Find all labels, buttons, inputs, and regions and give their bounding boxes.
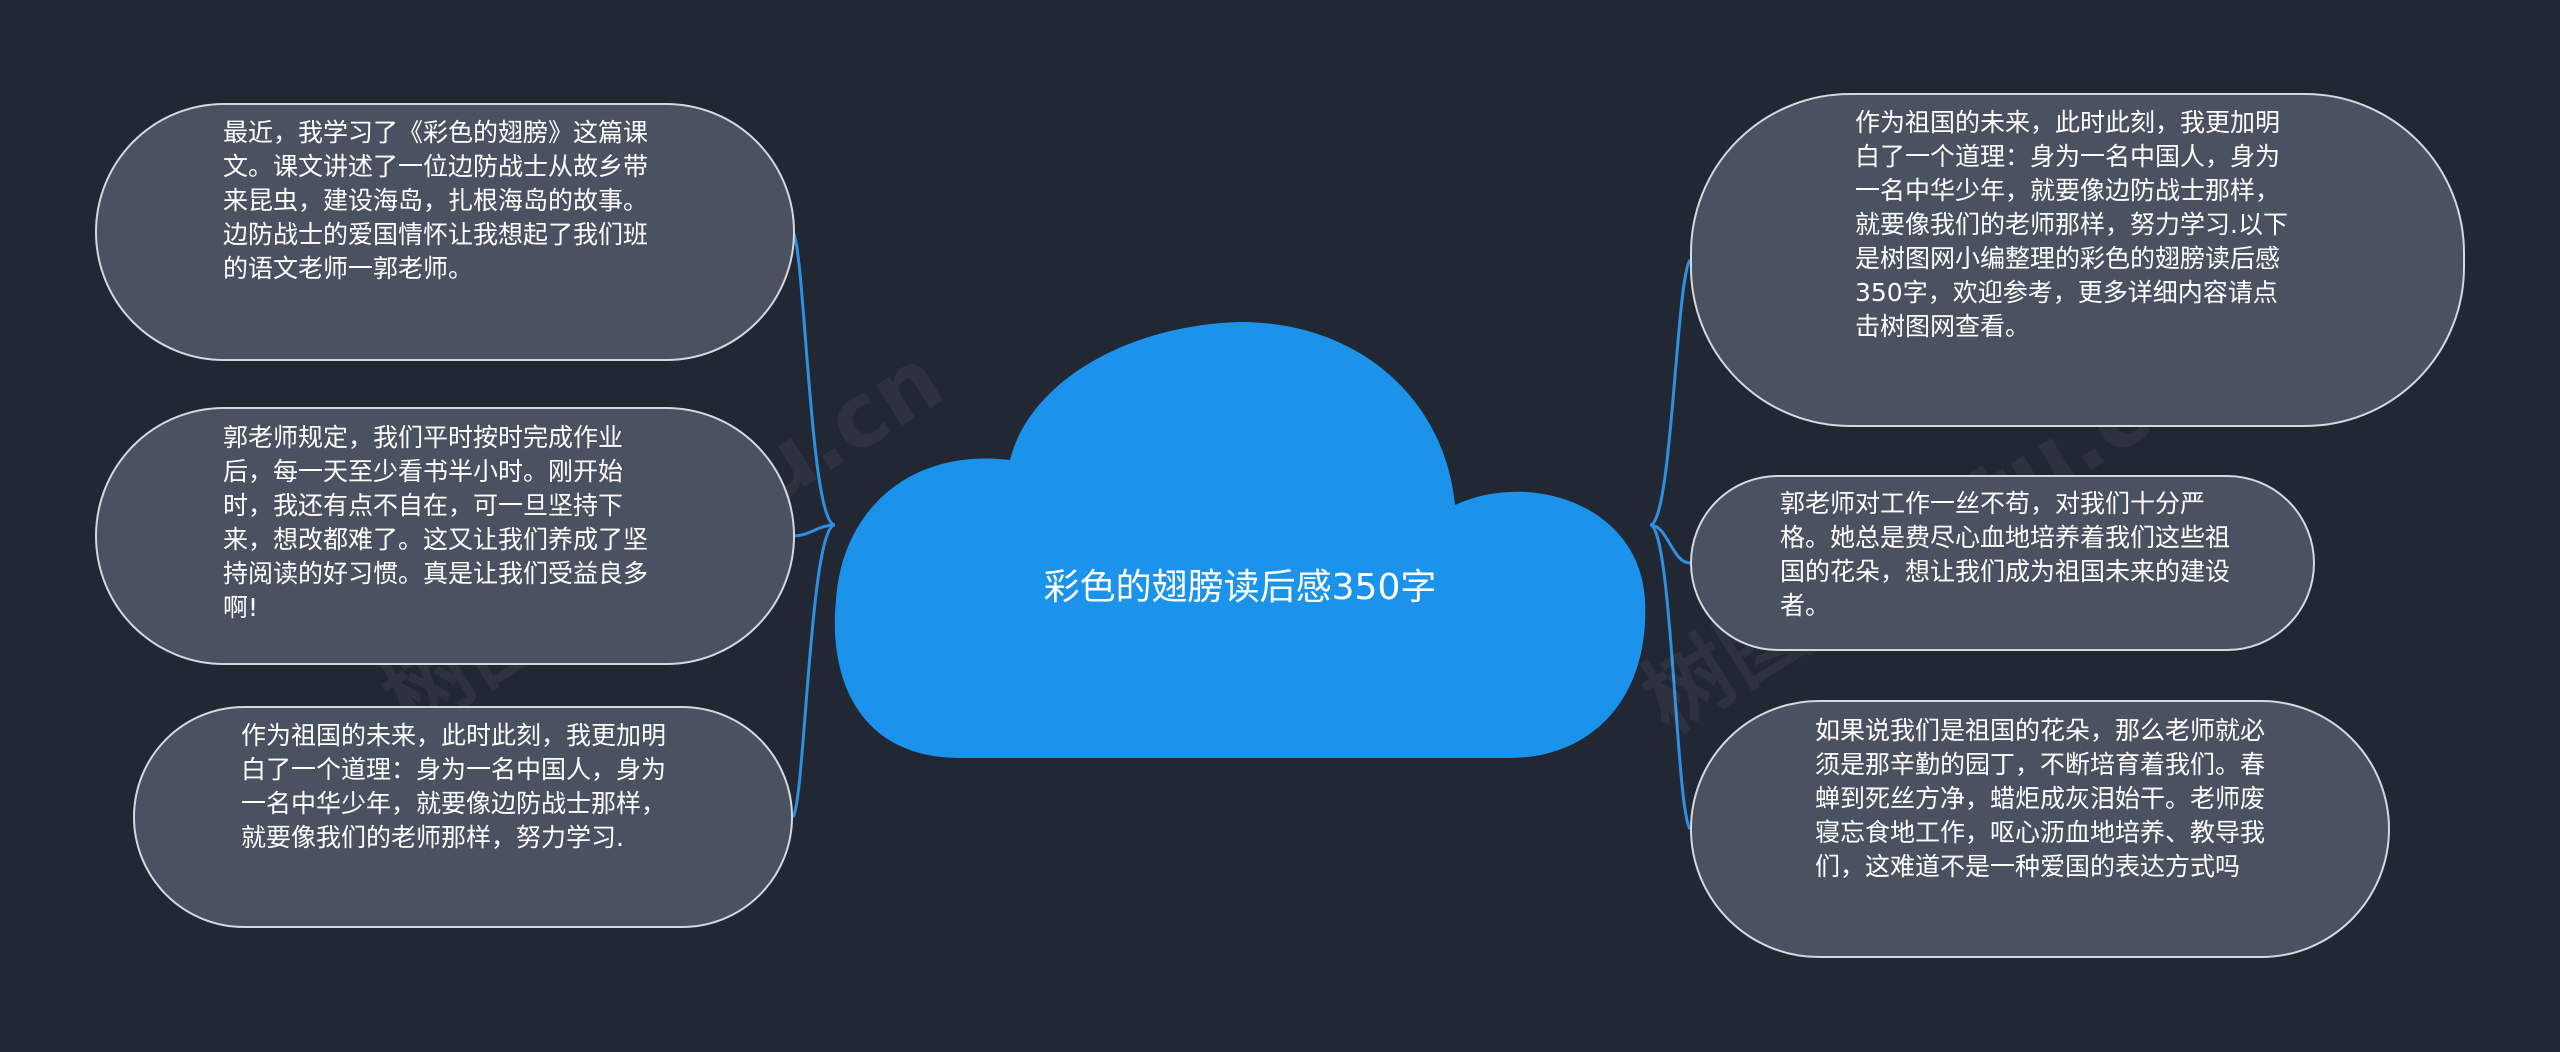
left-node-2-text: 郭老师规定，我们平时按时完成作业后，每一天至少看书半小时。刚开始时，我还有点不自… (223, 423, 649, 622)
left-node-3[interactable]: 作为祖国的未来，此时此刻，我更加明白了一个道理：身为一名中国人，身为一名中华少年… (133, 706, 793, 928)
connector-left-2 (792, 523, 836, 538)
right-node-1[interactable]: 作为祖国的未来，此时此刻，我更加明白了一个道理：身为一名中国人，身为一名中华少年… (1690, 93, 2465, 427)
connector-right-1 (1649, 259, 1692, 527)
connector-right-2 (1649, 523, 1691, 565)
central-cloud-shape (834, 322, 1646, 758)
right-node-2-text: 郭老师对工作一丝不苟，对我们十分严格。她总是费尽心血地培养着我们这些祖国的花朵，… (1780, 489, 2231, 620)
right-node-3[interactable]: 如果说我们是祖国的花朵，那么老师就必须是那辛勤的园丁，不断培育着我们。春蝉到死丝… (1690, 700, 2390, 958)
central-topic[interactable]: 彩色的翅膀读后感350字 (1043, 567, 1437, 608)
right-node-3-text: 如果说我们是祖国的花朵，那么老师就必须是那辛勤的园丁，不断培育着我们。春蝉到死丝… (1815, 716, 2266, 881)
connector-left-1 (791, 231, 836, 527)
left-node-2[interactable]: 郭老师规定，我们平时按时完成作业后，每一天至少看书半小时。刚开始时，我还有点不自… (95, 407, 795, 665)
left-node-1[interactable]: 最近，我学习了《彩色的翅膀》这篇课文。课文讲述了一位边防战士从故乡带来昆虫，建设… (95, 103, 795, 361)
left-node-1-text: 最近，我学习了《彩色的翅膀》这篇课文。课文讲述了一位边防战士从故乡带来昆虫，建设… (223, 118, 649, 283)
connector-left-3 (791, 523, 836, 818)
left-node-3-text: 作为祖国的未来，此时此刻，我更加明白了一个道理：身为一名中国人，身为一名中华少年… (241, 721, 667, 852)
right-node-2[interactable]: 郭老师对工作一丝不苟，对我们十分严格。她总是费尽心血地培养着我们这些祖国的花朵，… (1690, 475, 2315, 651)
connector-right-3 (1649, 523, 1692, 830)
right-node-1-text: 作为祖国的未来，此时此刻，我更加明白了一个道理：身为一名中国人，身为一名中华少年… (1855, 108, 2288, 341)
